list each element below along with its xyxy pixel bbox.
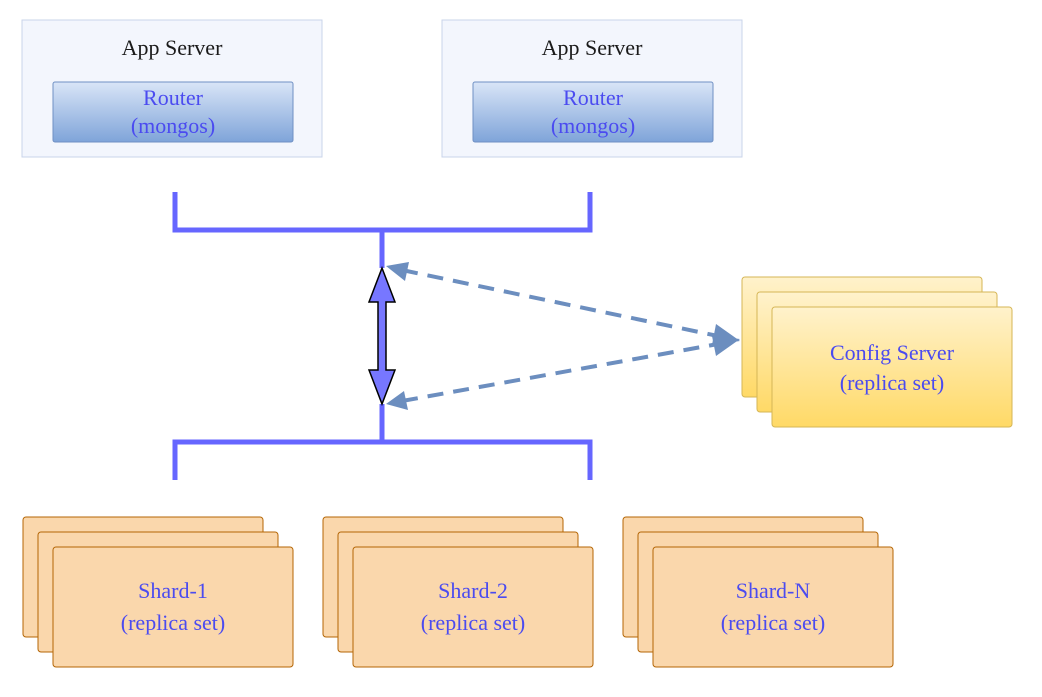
arrowhead-lower-left (386, 391, 408, 410)
dashed-line-upper (401, 268, 719, 338)
shard-n-label-line2: (replica set) (720, 610, 826, 635)
config-card-front (771, 306, 1013, 428)
shard-n-card-front (652, 546, 894, 668)
router-1-label-line2: (mongos) (130, 113, 216, 138)
shard-1-card-front (52, 546, 294, 668)
shard-bus-line (172, 404, 593, 480)
router-1-label-line1: Router (143, 85, 203, 110)
shard-2-label-line2: (replica set) (420, 610, 526, 635)
double-arrow-icon (367, 265, 397, 407)
shard-1-stack (22, 516, 294, 668)
config-server-label-line1: Config Server (829, 340, 955, 365)
shard-n-stack (622, 516, 894, 668)
config-server-label-line2: (replica set) (839, 370, 945, 395)
arrowhead-upper-left (386, 262, 409, 281)
config-server-stack (741, 276, 1013, 428)
app-server-1-title: App Server (121, 35, 223, 60)
app-server-2-title: App Server (541, 35, 643, 60)
shard-1-label-line1: Shard-1 (138, 578, 208, 603)
shard-2-stack (322, 516, 594, 668)
router-box-1 (52, 81, 294, 143)
dashed-line-lower (401, 342, 719, 403)
router-2-label-line2: (mongos) (550, 113, 636, 138)
router-box-2 (472, 81, 714, 143)
shard-2-card-front (352, 546, 594, 668)
shard-2-label-line1: Shard-2 (438, 578, 508, 603)
dashed-arrows (386, 262, 740, 410)
router-bus-line (172, 192, 593, 268)
arrowhead-lower-right (712, 336, 740, 356)
router-2-label-line1: Router (563, 85, 623, 110)
shard-n-label-line1: Shard-N (735, 578, 811, 603)
shard-1-label-line2: (replica set) (120, 610, 226, 635)
